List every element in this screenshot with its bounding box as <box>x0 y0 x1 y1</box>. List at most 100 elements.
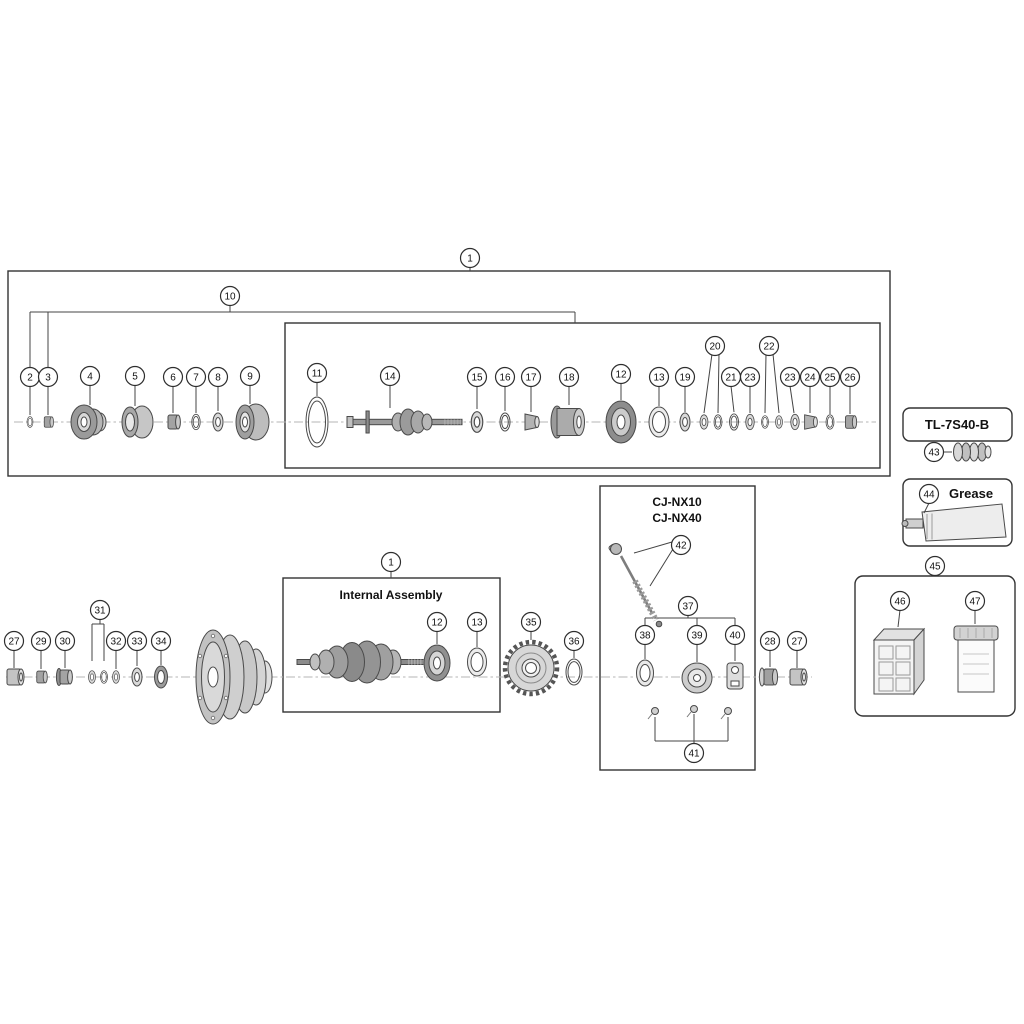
callout-circle-p6 <box>162 366 184 388</box>
callout-label-p12: 12 <box>615 370 627 381</box>
callout-label-p27b: 27 <box>791 637 803 648</box>
callout-p2: 2 <box>19 366 41 415</box>
callout-label-p8: 8 <box>215 373 221 384</box>
callout-circle-p12 <box>610 363 632 385</box>
callout-circle-p15 <box>466 366 488 388</box>
part-40-bracket-icon <box>726 662 744 690</box>
callout-label-p46: 46 <box>894 597 906 608</box>
part-20a-washer-icon <box>699 414 709 430</box>
part-5-ball-cup-icon <box>121 405 154 439</box>
part-34-seal-ring-icon <box>154 665 168 689</box>
tl-tool-box <box>902 407 1013 442</box>
callout-circle-p26 <box>839 366 861 388</box>
part-28-nut-washer-icon <box>758 667 779 687</box>
callout-circle-p14 <box>379 365 401 387</box>
callout-p24: 24 <box>799 366 821 413</box>
callout-circle-p16 <box>494 366 516 388</box>
callout-p43: 43 <box>923 441 952 463</box>
part-44-grease-tube-icon <box>901 503 1007 542</box>
callout-label-p5: 5 <box>132 372 138 383</box>
callout-p20: 20 <box>704 335 726 357</box>
callout-circle-p5 <box>124 365 146 387</box>
callout-p27b: 27 <box>786 630 808 668</box>
callout-label-p41: 41 <box>688 749 700 760</box>
callout-p27a: 27 <box>3 630 25 668</box>
callout-label-ia_box: 1 <box>388 558 394 569</box>
callout-leader-p46 <box>897 609 901 628</box>
callout-circle-p36 <box>563 630 585 652</box>
callout-label-p31: 31 <box>94 606 106 617</box>
callout-p11: 11 <box>306 362 328 396</box>
part-31a-washer-icon <box>88 670 96 684</box>
part-23b-washer-icon <box>790 413 800 431</box>
callout-circle-p8 <box>207 366 229 388</box>
callout-label-top_box: 1 <box>467 254 473 265</box>
grease-box <box>902 478 1013 547</box>
callout-p23b: 23 <box>779 366 801 414</box>
callout-label-p27a: 27 <box>8 637 20 648</box>
callout-p33: 33 <box>126 630 148 666</box>
top-assembly-box <box>7 270 891 477</box>
part-47-grease-jar-icon <box>953 625 999 693</box>
callout-p38: 38 <box>634 624 656 659</box>
callout-p31: 31 <box>89 599 111 621</box>
callout-label-p18: 18 <box>563 373 575 384</box>
part-29-nut-icon <box>36 670 48 684</box>
part-31b-ring-icon <box>100 670 108 684</box>
part-9-dust-cap-icon <box>235 403 270 441</box>
part-26-nut-icon <box>845 415 858 429</box>
callout-circle-p31 <box>89 599 111 621</box>
callout-label-p22: 22 <box>763 342 775 353</box>
callout-circle-p7 <box>185 366 207 388</box>
callout-p34: 34 <box>150 630 172 665</box>
part-8-washer-icon <box>212 412 224 432</box>
callout-p29: 29 <box>30 630 52 669</box>
callout-p39: 39 <box>686 624 708 662</box>
callout-circle-p45 <box>924 555 946 577</box>
callout-circle-p17 <box>520 366 542 388</box>
callout-leader-p23b <box>789 385 795 414</box>
callout-p46: 46 <box>889 590 911 628</box>
callout-circle-p3 <box>37 366 59 388</box>
callout-circle-p23a <box>739 366 761 388</box>
callout-p12: 12 <box>610 363 632 400</box>
callout-circle-p22 <box>758 335 780 357</box>
callout-label-p3: 3 <box>45 373 51 384</box>
callout-p23a: 23 <box>739 366 761 413</box>
callout-p44: 44 <box>918 483 940 514</box>
callout-label-p9: 9 <box>247 372 253 383</box>
callout-p26: 26 <box>839 366 861 414</box>
callout-circle-p23b <box>779 366 801 388</box>
tl-tool-label: TL-7S40-B <box>925 417 989 432</box>
callout-label-p11: 11 <box>312 369 323 380</box>
callout-circle-p29 <box>30 630 52 652</box>
part-18-driver-icon <box>550 405 585 439</box>
callout-p30: 30 <box>54 630 76 668</box>
callout-circle-p47 <box>964 590 986 612</box>
callout-circle-p40 <box>724 624 746 646</box>
callout-circle-p39 <box>686 624 708 646</box>
parts-layer <box>6 396 1007 725</box>
callout-circle-p34 <box>150 630 172 652</box>
callout-p15: 15 <box>466 366 488 409</box>
callout-p7: 7 <box>185 366 207 413</box>
callout-circle-p12b <box>426 611 448 633</box>
callout-p14: 14 <box>379 365 401 408</box>
callout-p6: 6 <box>162 366 184 413</box>
callout-circle-group10 <box>219 285 241 307</box>
callout-group10: 10 <box>219 285 241 307</box>
callout-circle-p42 <box>670 534 692 556</box>
callout-label-p20: 20 <box>709 342 721 353</box>
cj-label-line1: CJ-NX10 <box>652 495 702 509</box>
callout-p40: 40 <box>724 624 746 661</box>
leader-group10 <box>29 306 576 367</box>
callout-label-p26: 26 <box>844 373 856 384</box>
callout-label-p34: 34 <box>155 637 167 648</box>
callout-circle-p28 <box>759 630 781 652</box>
callout-circle-p20 <box>704 335 726 357</box>
callout-label-p24: 24 <box>804 373 816 384</box>
part-46-oil-kit-can-icon <box>872 627 926 696</box>
callout-circle-p11 <box>306 362 328 384</box>
